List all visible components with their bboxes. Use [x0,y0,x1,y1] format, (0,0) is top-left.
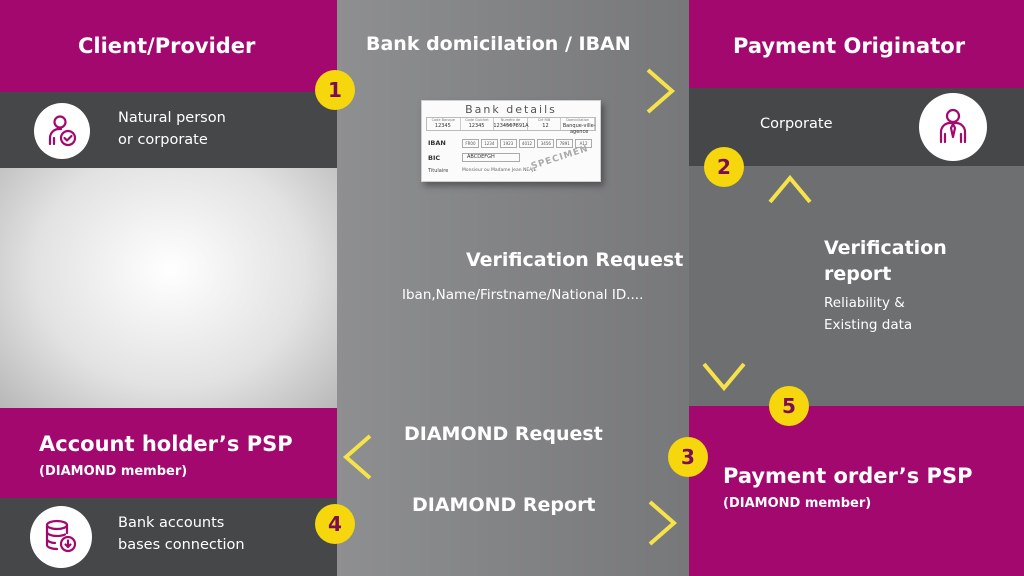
account-holder-psp-subtitle: (DIAMOND member) [39,464,188,479]
iban-cells: FR00 1234 1923 4012 3456 7891 A12 [462,139,593,148]
payment-order-psp-box: Payment order’s PSP (DIAMOND member) [689,406,1024,576]
step-5-badge: 5 [769,386,809,426]
step-2-badge: 2 [704,147,744,187]
step2-label: Verification Request [466,249,684,271]
account-holder-psp-title: Account holder’s PSP [39,432,293,456]
client-provider-description: Natural person or corporate [118,110,226,148]
holder-value: Monsieur ou Madame Jean NEAJE [462,168,537,173]
iban-label: IBAN [428,139,446,147]
user-tie-icon [919,93,987,161]
arrow-step1 [355,68,676,114]
holder-label: Titulaire [428,168,449,174]
client-provider-title: Client/Provider [78,34,256,58]
payment-originator-description: Corporate [760,116,833,132]
step-1-badge: 1 [315,70,355,110]
bic-value: ABCDEFGH [462,153,520,162]
step4-label: DIAMOND Report [412,494,596,516]
arrow-step3 [342,434,664,480]
client-provider-body: Natural person or corporate [0,92,337,168]
center-column-background [337,0,689,576]
arrow-step2 [702,190,746,392]
payment-originator-header: Payment Originator [689,0,1024,88]
bank-details-card: Bank details Code Banque Code Guichet Nu… [421,100,601,182]
arrow-step4 [356,500,678,546]
bank-details-title: Bank details [465,103,557,116]
step1-label: Bank domicilation / IBAN [366,33,631,55]
database-download-icon [30,506,92,568]
arrow-step5 [768,174,812,382]
step3-label: DIAMOND Request [404,423,603,445]
account-holder-psp-description: Bank accounts bases connection [118,515,245,553]
user-check-icon [34,103,90,159]
step2-sublabel: Iban,Name/Firstname/National ID.... [402,287,644,303]
payment-originator-title: Payment Originator [733,34,966,58]
bank-details-headers: Code Banque Code Guichet Numéro de compt… [426,117,596,131]
account-holder-psp-body: Bank accounts bases connection [0,498,337,576]
step5-label: Verification report [824,237,947,285]
step-4-badge: 4 [315,504,355,544]
step5-sublabel: Reliability & Existing data [824,295,913,333]
client-provider-header: Client/Provider [0,0,337,92]
step-3-badge: 3 [668,437,708,477]
bic-label: BIC [428,154,441,162]
bank-details-values: 12345 12345 1234567891A 12 Banque-ville-… [434,123,596,135]
payment-originator-body: Corporate [689,88,1024,166]
specimen-stamp: SPECIMEN [530,144,591,172]
payment-order-psp-subtitle: (DIAMOND member) [723,496,872,511]
account-holder-psp-header: Account holder’s PSP (DIAMOND member) [0,408,337,498]
payment-order-psp-title: Payment order’s PSP [723,464,973,488]
